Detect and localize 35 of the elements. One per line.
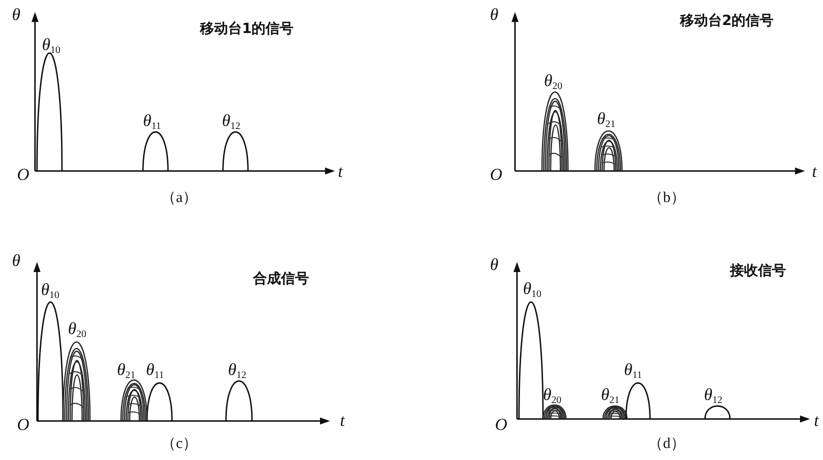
pulse-label: θ$_{20}$ <box>68 320 86 340</box>
axis-label: θ <box>12 252 20 269</box>
pulse-label: θ$_{11}$ <box>143 112 161 132</box>
pulse-label: θ$_{11}$ <box>624 361 642 381</box>
axis-label: O <box>17 166 30 183</box>
axis-label: t <box>340 412 345 429</box>
axis-label: t <box>812 163 817 180</box>
panel-caption: （c） <box>161 437 198 452</box>
pulse-label: θ$_{10}$ <box>41 281 60 301</box>
axis-label: t <box>338 163 343 180</box>
pulse-label: θ$_{21}$ <box>597 110 616 130</box>
pulse-label: θ$_{12}$ <box>704 386 722 406</box>
axis-label: t <box>814 412 819 429</box>
axis-label: O <box>490 166 502 183</box>
pulse-label: θ$_{11}$ <box>146 361 164 381</box>
axis-label: θ <box>490 6 498 23</box>
pulse-label: θ$_{10}$ <box>42 36 60 56</box>
axis-label: θ <box>12 6 20 23</box>
pulse-label: θ$_{20}$ <box>543 386 562 406</box>
panel-caption: （b） <box>648 191 686 206</box>
panel-title: 合成信号 <box>253 272 309 286</box>
pulse-label: θ$_{21}$ <box>117 361 136 381</box>
axis-label: O <box>17 416 30 433</box>
pulse-label: θ$_{20}$ <box>544 72 562 92</box>
axis-label: θ <box>490 256 498 273</box>
panel-title: 接收信号 <box>730 264 786 278</box>
panel-caption: （d） <box>648 437 686 452</box>
pulse-label: θ$_{21}$ <box>601 386 620 406</box>
panel-title: 移动台1的信号 <box>200 22 294 36</box>
pulse-label: θ$_{10}$ <box>523 280 542 300</box>
pulse-label: θ$_{12}$ <box>228 361 246 381</box>
panel-caption: （a） <box>161 191 198 206</box>
axis-label: O <box>495 416 508 433</box>
pulse-label: θ$_{12}$ <box>222 112 240 132</box>
panel-title: 移动台2的信号 <box>680 14 774 28</box>
